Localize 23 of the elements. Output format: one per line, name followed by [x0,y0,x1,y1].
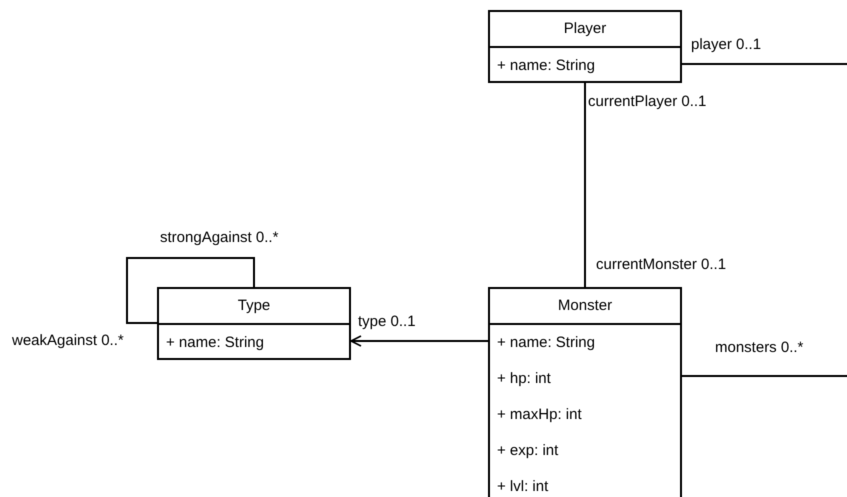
class-name: Player [564,20,606,38]
multiplicity-label: player 0..1 [691,36,762,54]
class-name: Type [238,297,270,315]
attribute-text: + name: String [166,333,264,353]
attribute-text: + exp: int [497,441,558,461]
self-association-line [126,257,255,324]
attribute-text: + hp: int [497,369,551,389]
attribute-text: + name: String [497,56,595,76]
association-arrow [350,335,488,347]
class-box [488,287,682,497]
attribute-text: + lvl: int [497,477,548,497]
attribute-text: + name: String [497,333,595,353]
class-box [488,10,682,83]
multiplicity-label: type 0..1 [358,313,416,331]
class-box [157,287,351,360]
multiplicity-label: strongAgainst 0..* [160,229,278,247]
attribute-text: + maxHp: int [497,405,582,425]
class-name: Monster [558,297,612,315]
multiplicity-label: weakAgainst 0..* [12,332,124,350]
association-line [584,83,586,287]
association-line [682,375,847,377]
association-line [682,63,847,65]
multiplicity-label: currentPlayer 0..1 [588,93,706,111]
